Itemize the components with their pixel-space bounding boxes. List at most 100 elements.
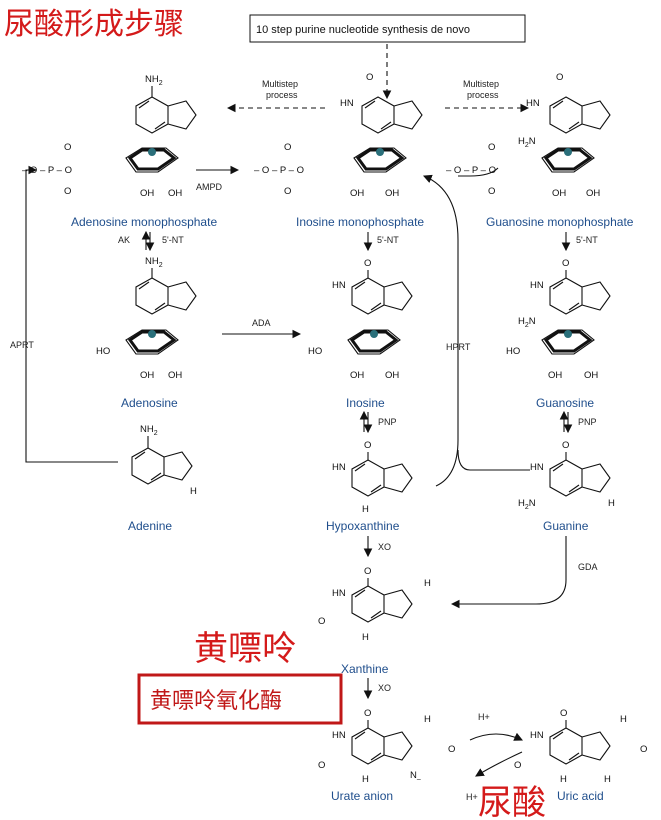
svg-text:O: O	[488, 186, 495, 197]
imp-label: Inosine monophosphate	[296, 215, 424, 229]
svg-text:OH: OH	[350, 188, 364, 199]
svg-text:OH: OH	[385, 370, 399, 381]
svg-text:OH: OH	[168, 188, 182, 199]
svg-text:OH: OH	[548, 370, 562, 381]
xanthine-annotation-zh: 黄嘌呤	[194, 629, 296, 669]
svg-text:H: H	[620, 714, 627, 725]
inosine-label: Inosine	[346, 396, 385, 410]
hprt-hypoxanthine-arrow	[422, 174, 459, 487]
svg-text:O: O	[364, 708, 371, 719]
ada-label: ADA	[252, 318, 271, 328]
ampd-label: AMPD	[196, 182, 223, 192]
aprt-label: APRT	[10, 340, 34, 350]
uric-acid-label: Uric acid	[557, 789, 604, 803]
ak-label: AK	[118, 235, 130, 245]
svg-text:HN: HN	[340, 98, 354, 109]
svg-text:HN: HN	[332, 588, 346, 599]
title-zh: 尿酸形成步骤	[4, 7, 184, 42]
svg-text:O: O	[318, 760, 325, 771]
uric-acid-structure: O HN O H H H O	[514, 708, 647, 785]
deprotonation-arrow	[475, 751, 523, 777]
gda-arrow	[450, 536, 567, 609]
adenosine-structure: NH2 HO OH OH	[96, 256, 197, 381]
xanthine-oxidase-box	[137, 673, 343, 725]
pnp-right-label: PNP	[578, 417, 597, 427]
imp-structure: O HN OH OH – O – P – O O O	[254, 72, 423, 199]
svg-text:H2N: H2N	[518, 498, 536, 511]
svg-text:O: O	[514, 760, 521, 771]
xanthine-structure: O HN O H H	[318, 566, 431, 643]
nt-right-label: 5'-NT	[576, 235, 598, 245]
svg-text:HO: HO	[308, 346, 322, 357]
h-plus-1: H+	[478, 712, 490, 722]
svg-text:NH2: NH2	[145, 256, 163, 269]
gmp-label: Guanosine monophosphate	[486, 215, 634, 229]
svg-text:H: H	[424, 714, 431, 725]
multistep-left-line1: Multistep	[262, 79, 298, 89]
hprt-label: HPRT	[446, 342, 471, 352]
inosine-structure: O HN HO OH OH	[308, 258, 413, 381]
nt-mid-label: 5'-NT	[377, 235, 399, 245]
svg-text:HN: HN	[332, 730, 346, 741]
multistep-right-line2: process	[467, 90, 499, 100]
guanosine-structure: O HN H2N HO OH OH	[506, 258, 611, 381]
pnp-mid-label: PNP	[378, 417, 397, 427]
svg-text:HN: HN	[526, 98, 540, 109]
svg-text:HO: HO	[506, 346, 520, 357]
gda-label: GDA	[578, 562, 598, 572]
svg-text:O: O	[318, 616, 325, 627]
svg-text:O: O	[562, 258, 569, 269]
svg-text:O: O	[640, 744, 647, 755]
svg-text:O: O	[366, 72, 373, 83]
svg-text:OH: OH	[584, 370, 598, 381]
svg-text:– O – P – O: – O – P – O	[22, 165, 72, 176]
svg-text:O: O	[488, 142, 495, 153]
svg-text:H: H	[362, 504, 369, 515]
header-box	[249, 14, 526, 43]
svg-text:N–: N–	[410, 770, 421, 783]
svg-text:HO: HO	[96, 346, 110, 357]
svg-text:O: O	[448, 744, 455, 755]
svg-text:– O – P – O: – O – P – O	[254, 165, 304, 176]
svg-text:OH: OH	[586, 188, 600, 199]
svg-text:H: H	[424, 578, 431, 589]
svg-text:– O – P – O: – O – P – O	[446, 165, 496, 176]
svg-text:OH: OH	[140, 188, 154, 199]
multistep-left-line2: process	[266, 90, 298, 100]
svg-text:OH: OH	[552, 188, 566, 199]
xanthine-label: Xanthine	[341, 662, 389, 676]
svg-text:H: H	[190, 486, 197, 497]
svg-text:H: H	[604, 774, 611, 785]
svg-text:O: O	[64, 186, 71, 197]
svg-text:H: H	[362, 774, 369, 785]
xanthine-oxidase-annotation-zh: 黄嘌呤氧化酶	[150, 689, 282, 714]
svg-text:O: O	[562, 440, 569, 451]
urate-anion-label: Urate anion	[331, 789, 393, 803]
svg-text:OH: OH	[385, 188, 399, 199]
svg-text:HN: HN	[530, 462, 544, 473]
guanine-label: Guanine	[543, 519, 589, 533]
svg-text:O: O	[64, 142, 71, 153]
hypoxanthine-structure: O HN H	[332, 440, 413, 515]
svg-text:O: O	[364, 258, 371, 269]
adenine-structure: NH2 H	[131, 424, 197, 497]
hprt-gmp-branch	[458, 167, 499, 177]
svg-text:HN: HN	[530, 730, 544, 741]
nt-left-label: 5'-NT	[162, 235, 184, 245]
hypoxanthine-label: Hypoxanthine	[326, 519, 400, 533]
svg-text:NH2: NH2	[145, 74, 163, 87]
aprt-arrow	[25, 165, 118, 463]
uric-acid-annotation-zh: 尿酸	[478, 783, 546, 820]
guanine-structure: O HN H2N H	[518, 440, 615, 511]
svg-text:OH: OH	[350, 370, 364, 381]
gmp-structure: O HN H2N OH OH – O – P – O O O	[446, 72, 611, 199]
svg-text:H2N: H2N	[518, 136, 536, 149]
svg-text:HN: HN	[332, 280, 346, 291]
svg-text:O: O	[556, 72, 563, 83]
amp-structure: NH2 OH OH – O – P – O O O	[22, 74, 197, 199]
svg-text:H: H	[362, 632, 369, 643]
svg-text:OH: OH	[140, 370, 154, 381]
urate-anion-structure: O HN O H N– H O	[318, 708, 455, 785]
adenine-label: Adenine	[128, 519, 172, 533]
